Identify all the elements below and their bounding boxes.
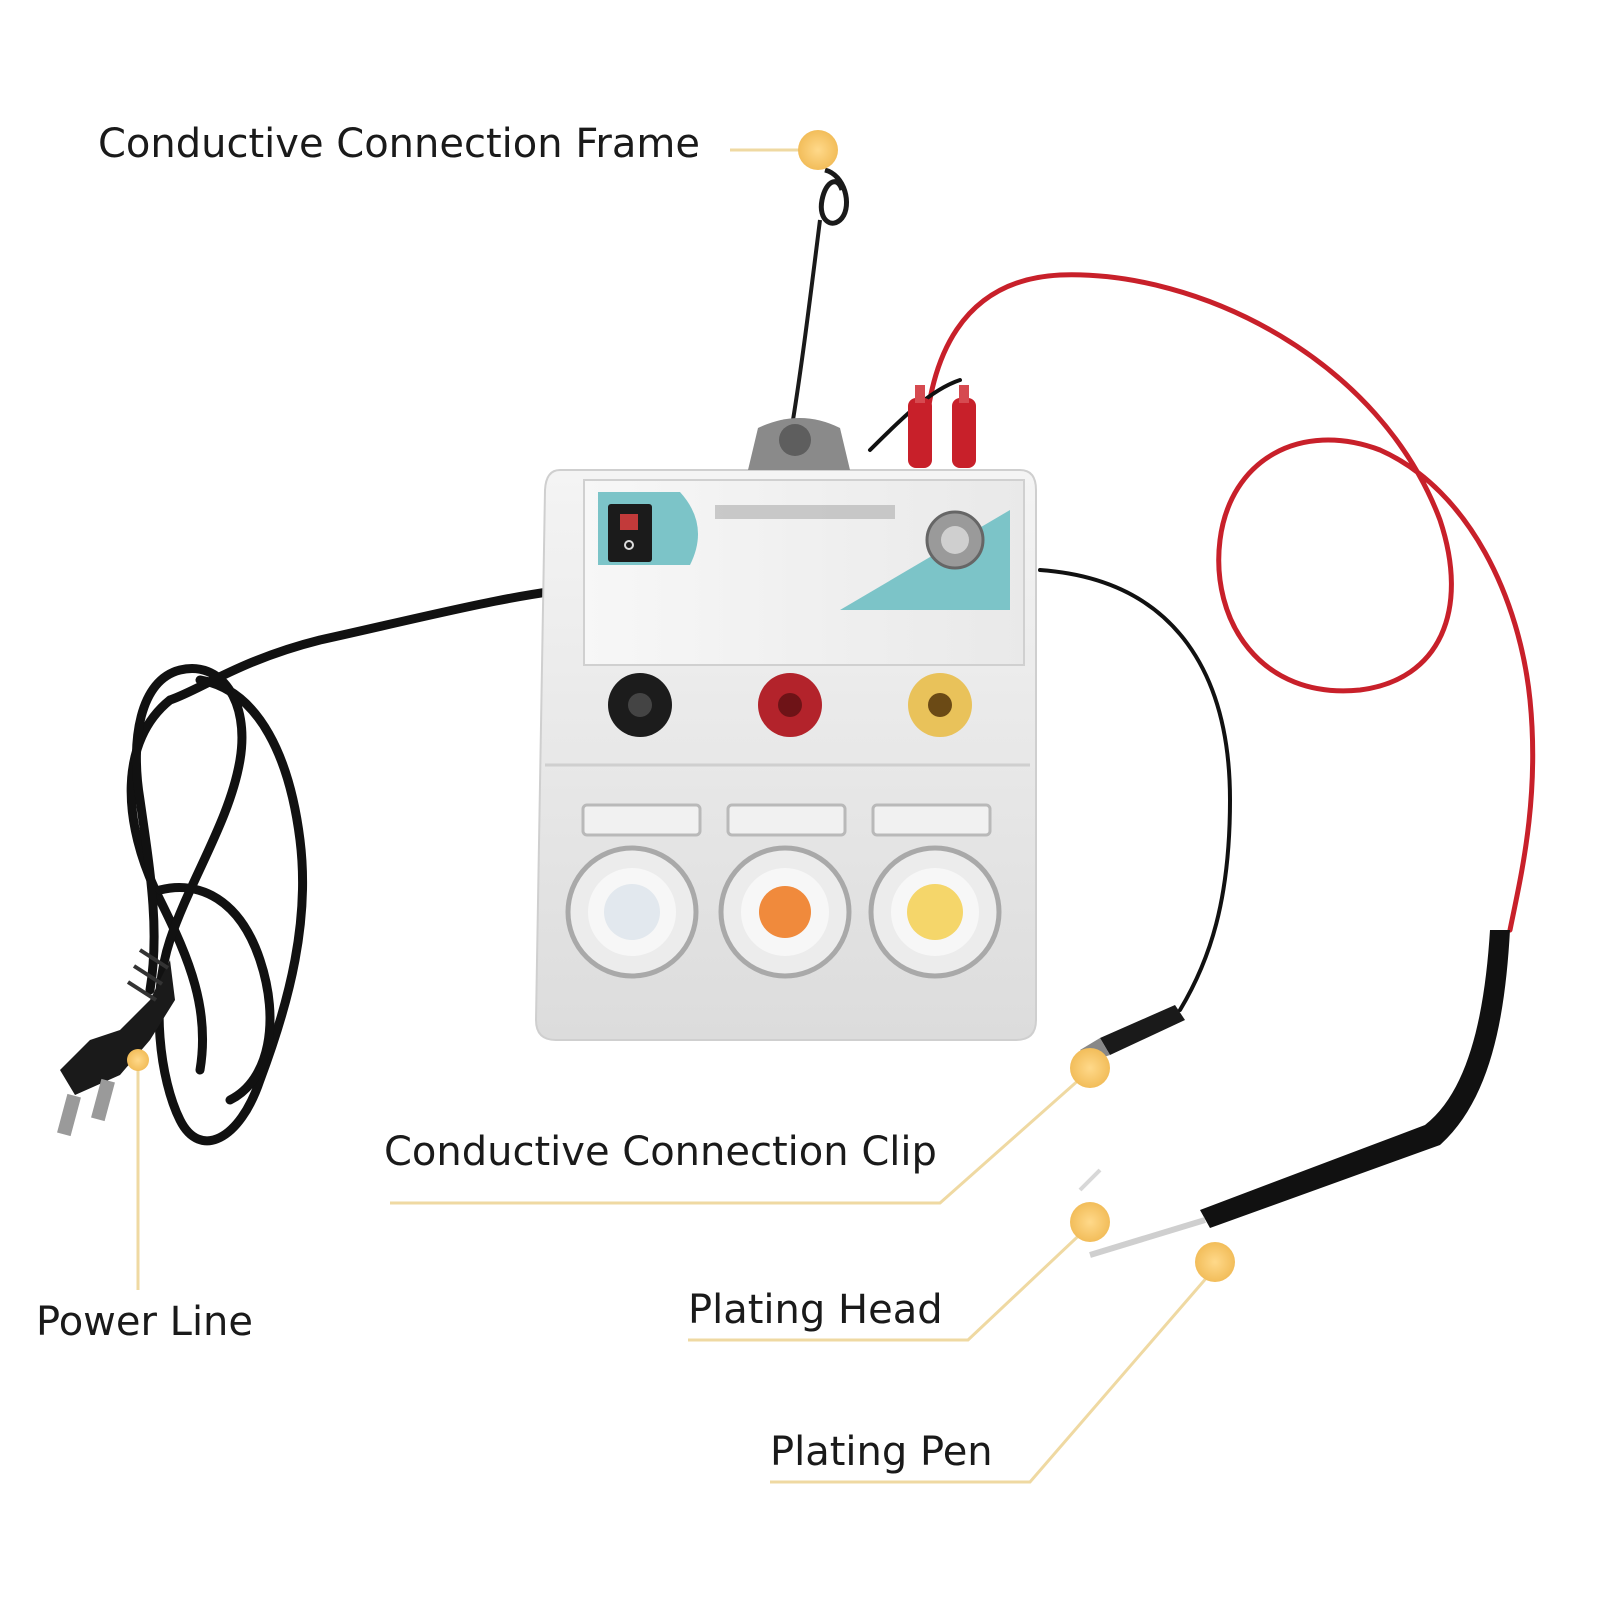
conductive-connection-clip-label: Conductive Connection Clip [384,1129,937,1175]
power-callout-dot [127,1049,149,1071]
output-jacks [608,673,972,737]
pen-callout-dot [1195,1242,1235,1282]
power-plug [57,948,175,1137]
conductive-connection-frame-label: Conductive Connection Frame [98,121,700,167]
clip-callout-dot [1070,1048,1110,1088]
frame-callout-dot [798,130,838,170]
red-cable [922,272,1536,933]
device-body [534,385,1037,1041]
plating-pen-label: Plating Pen [770,1429,993,1475]
head-callout-line [688,1223,1092,1342]
solution-cups [565,845,1002,979]
plating-head-label: Plating Head [688,1287,943,1333]
pen-callout-line [770,1267,1217,1484]
power-cable [126,583,590,1146]
callout-dots [127,130,1235,1282]
head-callout-dot [1070,1202,1110,1242]
tool-slots [581,803,992,837]
power-line-label: Power Line [36,1299,254,1345]
callout-lines [136,148,1217,1484]
frame-wire [788,167,849,439]
clip-callout-line [390,1068,1091,1205]
plating-pen [1078,930,1510,1258]
